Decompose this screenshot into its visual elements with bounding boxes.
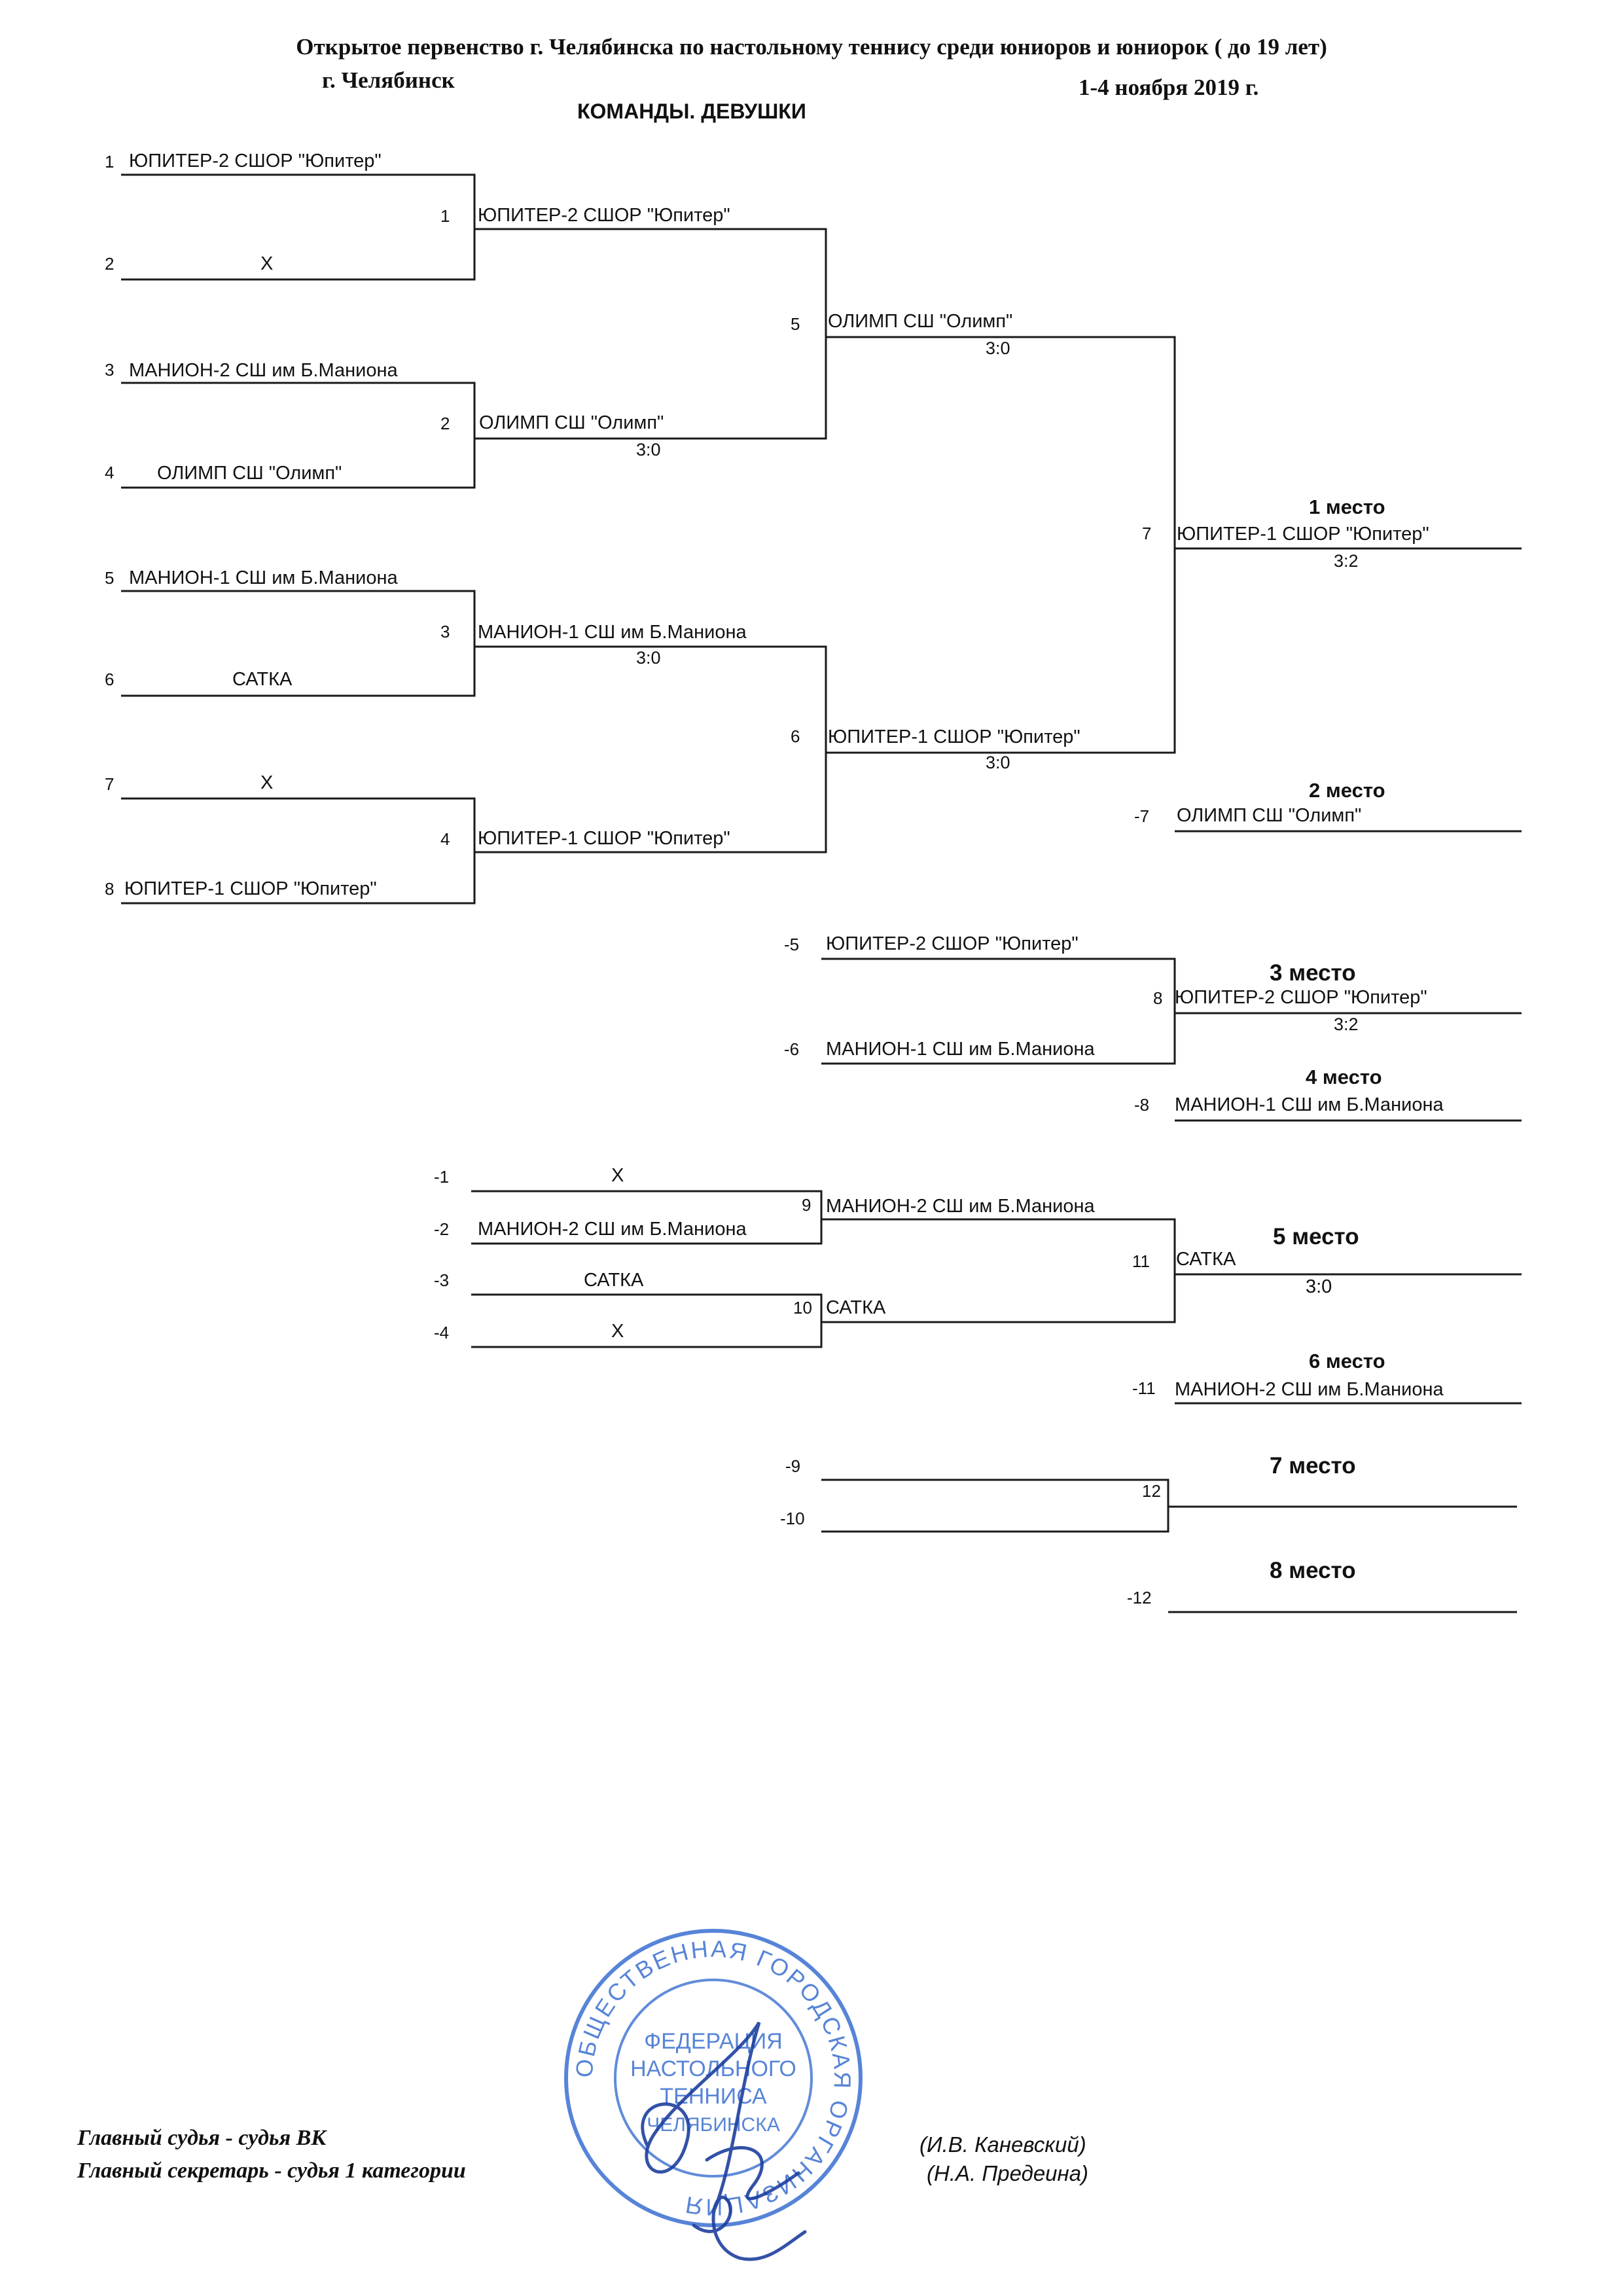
semi-team-6: ЮПИТЕР-1 СШОР "Юпитер" bbox=[828, 726, 1080, 747]
r1-team-8: ЮПИТЕР-1 СШОР "Юпитер" bbox=[124, 878, 377, 899]
r2-match-2: 2 bbox=[440, 414, 450, 433]
third-entry-team-1: ЮПИТЕР-2 СШОР "Юпитер" bbox=[826, 933, 1079, 954]
place-7-label: 7 место bbox=[1270, 1453, 1356, 1479]
r2-team-2: ОЛИМП СШ "Олимп" bbox=[479, 412, 664, 433]
cons-match-11: 11 bbox=[1132, 1251, 1150, 1271]
r1-team-3: МАНИОН-2 СШ им Б.Маниона bbox=[129, 360, 398, 381]
r1-seed-1: 1 bbox=[105, 152, 115, 171]
lower-ref-2: -10 bbox=[780, 1509, 805, 1528]
category-heading: КОМАНДЫ. ДЕВУШКИ bbox=[577, 99, 806, 123]
cons-pair-1-connector bbox=[471, 1190, 823, 1245]
final-match-7: 7 bbox=[1142, 524, 1152, 543]
semi-match-6: 6 bbox=[791, 726, 800, 746]
r2-score-3: 3:0 bbox=[636, 648, 661, 668]
chief-judge-title: Главный судья - судья ВК bbox=[77, 2126, 327, 2150]
r1-pair-2-connector bbox=[121, 382, 476, 489]
place-6-team: МАНИОН-2 СШ им Б.Маниона bbox=[1175, 1379, 1444, 1400]
cons-ref-4: -4 bbox=[434, 1323, 450, 1342]
r2-score-2: 3:0 bbox=[636, 440, 661, 459]
cons-team-2: МАНИОН-2 СШ им Б.Маниона bbox=[478, 1219, 747, 1240]
r1-team-1: ЮПИТЕР-2 СШОР "Юпитер" bbox=[129, 151, 382, 171]
lower-ref-1: -9 bbox=[785, 1456, 801, 1476]
cons-ref-3: -3 bbox=[434, 1270, 450, 1290]
cons-ref-2: -2 bbox=[434, 1219, 450, 1239]
cons-team-4: Х bbox=[611, 1321, 624, 1342]
place-3-label: 3 место bbox=[1270, 960, 1356, 986]
cons-match-10: 10 bbox=[793, 1298, 812, 1318]
third-entry-ref-2: -6 bbox=[784, 1039, 800, 1059]
place-5-team: САТКА bbox=[1176, 1249, 1236, 1270]
r1-seed-4: 4 bbox=[105, 463, 115, 482]
r1-seed-2: 2 bbox=[105, 254, 115, 274]
r1-team-4: ОЛИМП СШ "Олимп" bbox=[157, 463, 342, 484]
cons-m9-team: МАНИОН-2 СШ им Б.Маниона bbox=[826, 1196, 1095, 1217]
third-connector bbox=[821, 958, 1176, 1065]
place-1-team: ЮПИТЕР-1 СШОР "Юпитер" bbox=[1177, 524, 1429, 545]
cons-team-3: САТКА bbox=[584, 1270, 644, 1291]
chief-secretary-title: Главный секретарь - судья 1 категории bbox=[77, 2159, 466, 2183]
r1-seed-7: 7 bbox=[105, 774, 115, 794]
third-entry-team-2: МАНИОН-1 СШ им Б.Маниона bbox=[826, 1039, 1095, 1060]
r1-pair-3-connector bbox=[121, 590, 476, 697]
r2-team-4: ЮПИТЕР-1 СШОР "Юпитер" bbox=[478, 828, 730, 849]
r1-seed-5: 5 bbox=[105, 568, 115, 588]
stamp-line-1: ФЕДЕРАЦИЯ bbox=[644, 2029, 782, 2054]
third-score: 3:2 bbox=[1334, 1014, 1359, 1034]
r1-pair-4-connector bbox=[121, 797, 476, 905]
semi-team-5: ОЛИМП СШ "Олимп" bbox=[828, 311, 1013, 332]
lower-match-12: 12 bbox=[1142, 1481, 1161, 1501]
cons-ref-1: -1 bbox=[434, 1167, 450, 1187]
r2-pair-2-connector bbox=[474, 645, 827, 853]
place-4-team: МАНИОН-1 СШ им Б.Маниона bbox=[1175, 1094, 1444, 1115]
r1-team-5: МАНИОН-1 СШ им Б.Маниона bbox=[129, 567, 398, 588]
cons-pair-2-connector bbox=[471, 1293, 823, 1348]
chief-judge-name: (И.В. Каневский) bbox=[919, 2132, 1086, 2157]
cons-team-1: Х bbox=[611, 1165, 624, 1186]
r1-team-2: Х bbox=[260, 253, 274, 274]
signature-scribble bbox=[641, 2021, 807, 2261]
place-5-score: 3:0 bbox=[1306, 1276, 1332, 1297]
semi-connector bbox=[826, 336, 1176, 754]
stamp-line-2: НАСТОЛЬНОГО bbox=[630, 2056, 796, 2081]
third-entry-ref-1: -5 bbox=[784, 935, 800, 954]
place-3-team: ЮПИТЕР-2 СШОР "Юпитер" bbox=[1175, 987, 1427, 1008]
third-match-8: 8 bbox=[1153, 988, 1163, 1008]
cons-match-9: 9 bbox=[802, 1195, 812, 1215]
r1-team-6: САТКА bbox=[232, 669, 293, 690]
place-4-label: 4 место bbox=[1306, 1066, 1382, 1088]
final-score: 3:2 bbox=[1334, 551, 1359, 571]
lower-connector bbox=[821, 1479, 1169, 1533]
document-title: Открытое первенство г. Челябинска по нас… bbox=[296, 34, 1327, 60]
r1-pair-1-connector bbox=[121, 173, 476, 281]
place-2-label: 2 место bbox=[1309, 779, 1385, 802]
r1-team-7: Х bbox=[260, 772, 274, 793]
place-5-label: 5 место bbox=[1273, 1224, 1359, 1249]
document-city: г. Челябинск bbox=[322, 67, 455, 93]
place-2-team: ОЛИМП СШ "Олимп" bbox=[1177, 805, 1362, 826]
r2-match-1: 1 bbox=[440, 206, 450, 226]
place-8-ref: -12 bbox=[1127, 1588, 1152, 1607]
place-6-ref: -11 bbox=[1132, 1378, 1156, 1398]
cons-final-connector bbox=[821, 1218, 1176, 1323]
r1-seed-6: 6 bbox=[105, 670, 115, 689]
place-4-ref: -8 bbox=[1134, 1095, 1150, 1115]
r2-team-3: МАНИОН-1 СШ им Б.Маниона bbox=[478, 622, 747, 643]
r2-pair-1-connector bbox=[474, 228, 827, 440]
cons-m10-team: САТКА bbox=[826, 1297, 886, 1318]
document-dates: 1-4 ноября 2019 г. bbox=[1079, 75, 1259, 100]
r2-team-1: ЮПИТЕР-2 СШОР "Юпитер" bbox=[478, 205, 730, 226]
place-1-label: 1 место bbox=[1309, 495, 1385, 518]
r2-match-4: 4 bbox=[440, 829, 450, 849]
semi-score-5: 3:0 bbox=[986, 338, 1010, 358]
place-6-label: 6 место bbox=[1309, 1350, 1385, 1372]
place-2-ref: -7 bbox=[1134, 806, 1150, 826]
semi-match-5: 5 bbox=[791, 314, 800, 334]
chief-secretary-name: (Н.А. Предеина) bbox=[927, 2161, 1089, 2185]
r1-seed-3: 3 bbox=[105, 360, 115, 380]
place-8-label: 8 место bbox=[1270, 1558, 1356, 1583]
r2-match-3: 3 bbox=[440, 622, 450, 641]
r1-seed-8: 8 bbox=[105, 879, 115, 899]
semi-score-6: 3:0 bbox=[986, 753, 1010, 772]
